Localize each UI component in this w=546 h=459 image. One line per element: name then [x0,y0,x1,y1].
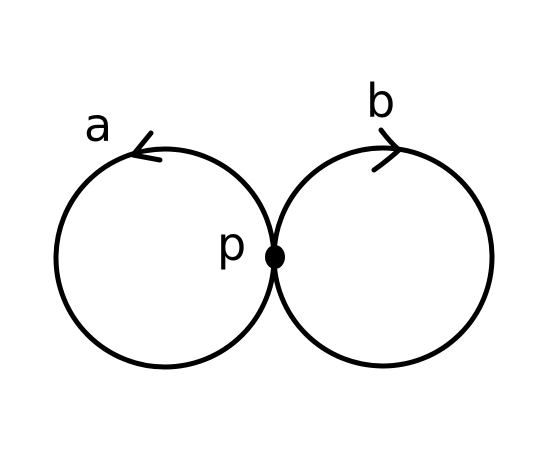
loop-a-arrow-icon [130,130,163,163]
loop-b-arrow-icon [371,127,402,173]
basepoint-dot [265,245,285,269]
loop-b-circle [271,145,495,369]
loop-a-label: a [84,98,112,152]
loop-b-label: b [366,74,395,128]
basepoint-label: p [217,217,246,271]
